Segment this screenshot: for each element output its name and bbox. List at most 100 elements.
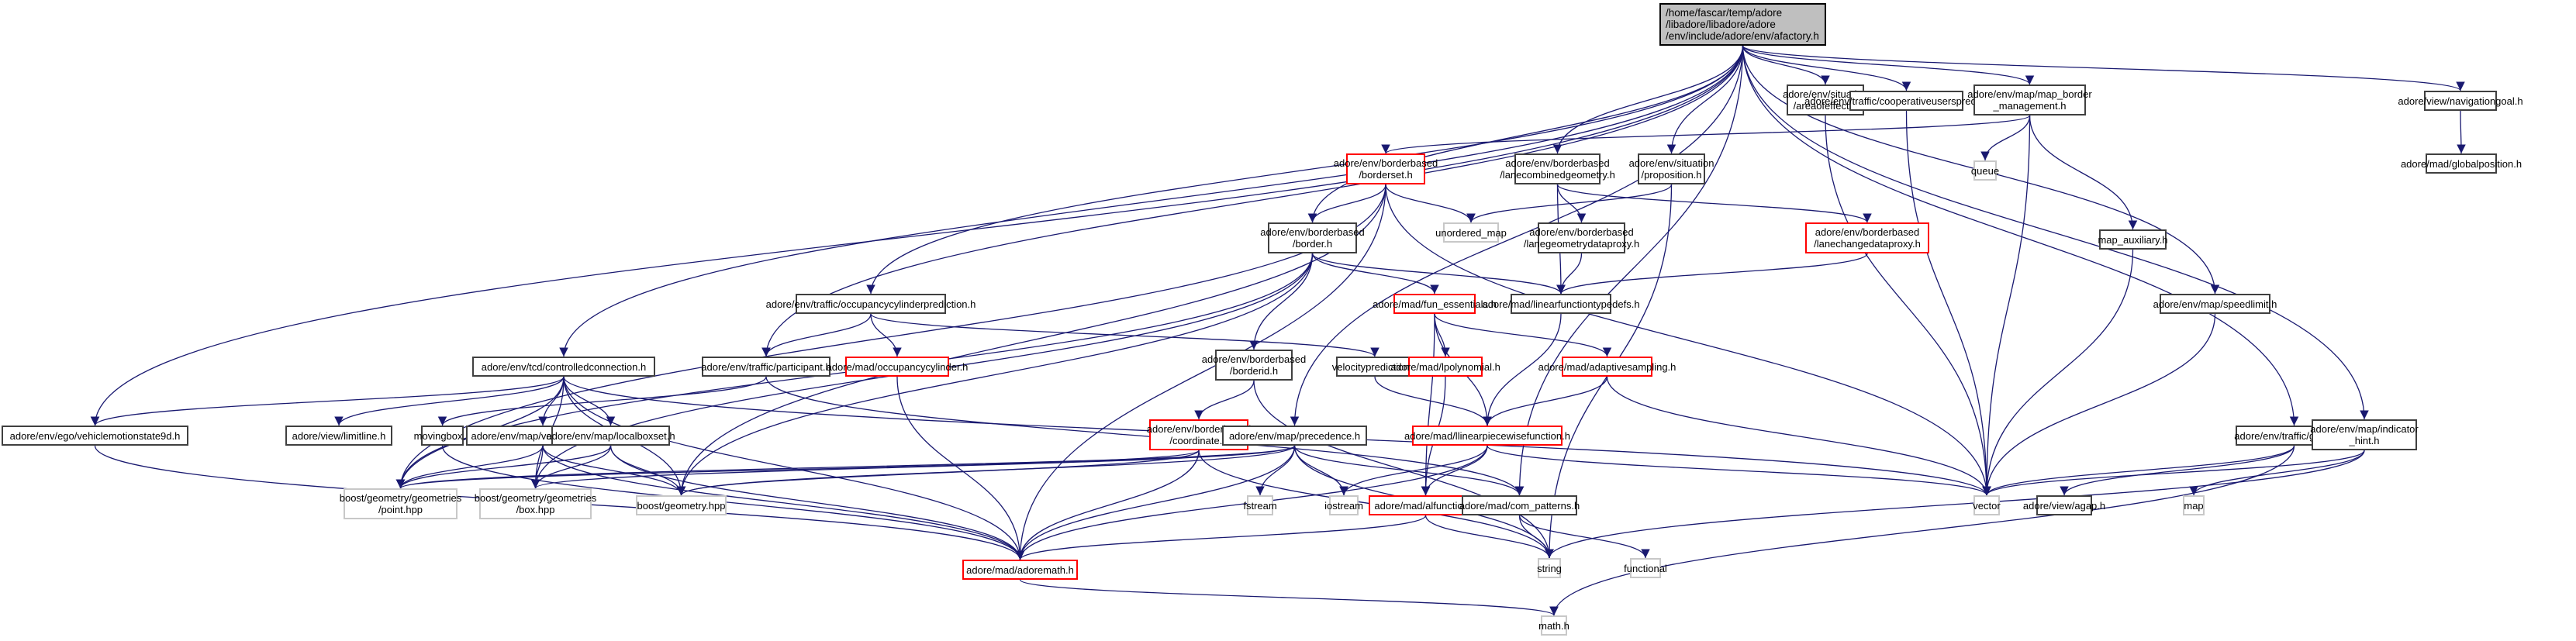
node-borderid[interactable]: adore/env/borderbased /borderid.h: [1202, 350, 1306, 381]
edge-borderset-to-border: [1307, 184, 1386, 223]
node-limitline[interactable]: adore/view/limitline.h: [285, 426, 392, 446]
node-iostream: iostream: [1324, 495, 1363, 515]
node-localboxset[interactable]: adore/env/map/localboxset.h: [546, 426, 675, 446]
node-math: math.h: [1538, 615, 1569, 636]
node-afactory[interactable]: /home/fascar/temp/adore /libadore/libado…: [1659, 3, 1826, 46]
edge-com_patterns-to-functional: [1518, 515, 1650, 559]
edge-borderset-to-unordered_map: [1385, 184, 1476, 223]
edge-afactory-to-lanecombined: [1552, 45, 1744, 154]
node-vector: vector: [1973, 495, 2001, 515]
edge-lanecombined-to-lanechangeproxy: [1556, 184, 1872, 223]
edge-fun_essentials-to-alfunction: [1421, 313, 1435, 496]
edge-coordinate-to-point: [396, 450, 1200, 489]
node-fstream: fstream: [1243, 495, 1277, 515]
edge-localboxset-to-adoremath: [609, 445, 1025, 560]
node-functional: functional: [1624, 558, 1667, 578]
node-speedlimit[interactable]: adore/env/map/speedlimit.h: [2153, 294, 2277, 314]
edge-adaptivesampling-to-vector: [1606, 376, 1991, 496]
edge-precedence-to-point: [396, 445, 1296, 489]
node-participant[interactable]: adore/env/traffic/participant.h: [701, 357, 831, 377]
node-llinearpw[interactable]: adore/mad/llinearpiecewisefunction.h: [1404, 426, 1570, 446]
node-occpred[interactable]: adore/env/traffic/occupancycylinderpredi…: [766, 294, 975, 314]
edge-precedence-to-box: [531, 445, 1296, 489]
edge-controlledconn-to-vehiclemotion: [90, 376, 565, 426]
edge-fun_essentials-to-adaptivesampling: [1434, 313, 1612, 357]
edge-border-to-lineartypedefs: [1311, 253, 1566, 295]
edge-afactory-to-vehiclemotion: [90, 45, 1744, 426]
node-lanecombined[interactable]: adore/env/borderbased /lanecombinedgeome…: [1500, 153, 1615, 184]
edge-localboxset-to-point: [395, 445, 612, 489]
node-map-auxiliary[interactable]: map_auxiliary.h: [2098, 229, 2168, 250]
edge-afactory-to-border: [1307, 45, 1744, 223]
node-adoremath[interactable]: adore/mad/adoremath.h: [962, 560, 1078, 580]
edge-afactory-to-mapborder: [1742, 45, 2035, 85]
node-unordered-map: unordered_map: [1435, 222, 1507, 243]
edge-borderid-to-string: [1253, 380, 1554, 559]
node-agap[interactable]: adore/view/agap.h: [2023, 495, 2105, 515]
node-border[interactable]: adore/env/borderbased /border.h: [1260, 222, 1365, 253]
edge-afactory-to-proposition: [1666, 45, 1744, 154]
edge-vectorid-to-geometry: [542, 445, 686, 496]
edge-afactory-to-com_patterns: [1514, 45, 1744, 496]
node-coopusers[interactable]: adore/env/traffic/cooperativeuserspredic…: [1804, 91, 2008, 111]
node-movingbox[interactable]: movingbox.h: [414, 426, 471, 446]
edge-vectorid-to-adoremath: [542, 445, 1025, 560]
edge-precedence-to-adoremath: [1015, 445, 1296, 560]
node-vehiclemotion[interactable]: adore/env/ego/vehiclemotionstate9d.h: [2, 426, 188, 446]
node-fun-essentials[interactable]: adore/mad/fun_essentials.h: [1373, 294, 1497, 314]
edge-occpred-to-velpred: [870, 313, 1380, 357]
node-indicatorhint[interactable]: adore/env/map/indicator _hint.h: [2310, 419, 2419, 450]
edge-mapborder-to-vector: [1982, 115, 2031, 496]
edge-areaofeffect-to-vector: [1825, 115, 1991, 496]
node-lanegeomproxy[interactable]: adore/env/borderbased /lanegeometrydatap…: [1524, 222, 1639, 253]
edge-gapdata-to-agap: [2060, 445, 2295, 496]
edge-participant-to-movingbox: [437, 376, 767, 426]
edge-participant-to-com_patterns: [765, 376, 1525, 496]
edge-afactory-to-indicatorhint: [1742, 45, 2369, 420]
edge-speedlimit-to-vector: [1982, 313, 2216, 496]
edge-afactory-to-navgoal: [1742, 45, 2465, 91]
edge-afactory-to-areaofeffect: [1742, 45, 1830, 85]
edge-occcyl-to-adoremath: [896, 376, 1025, 560]
node-com-patterns[interactable]: adore/mad/com_patterns.h: [1459, 495, 1580, 515]
node-precedence[interactable]: adore/env/map/precedence.h: [1222, 426, 1367, 446]
node-controlledconn[interactable]: adore/env/tcd/controlledconnection.h: [472, 357, 655, 377]
node-box: boost/geometry/geometries /box.hpp: [475, 488, 596, 519]
edge-adaptivesampling-to-llinearpw: [1483, 376, 1608, 426]
edge-afactory-to-occpred: [866, 45, 1744, 295]
edge-indicatorhint-to-map: [2189, 450, 2365, 496]
edge-occpred-to-participant: [761, 313, 872, 357]
edge-lanechangeproxy-to-lineartypedefs: [1556, 253, 1868, 295]
edge-border-to-geometry: [676, 253, 1314, 496]
edge-precedence-to-com_patterns: [1293, 445, 1525, 496]
node-adaptivesampling[interactable]: adore/mad/adaptivesampling.h: [1538, 357, 1676, 377]
edge-controlledconn-to-localboxset: [563, 376, 616, 426]
node-lanechangeproxy[interactable]: adore/env/borderbased /lanechangedatapro…: [1805, 222, 1929, 253]
edge-velpred-to-llinearpw: [1374, 376, 1492, 426]
node-lineartypedefs[interactable]: adore/mad/linearfunctiontypedefs.h: [1482, 294, 1640, 314]
node-geometry: boost/geometry.hpp: [636, 495, 727, 515]
node-lpolynomial[interactable]: adore/mad/lpolynomial.h: [1390, 357, 1500, 377]
node-map: map: [2183, 495, 2205, 515]
node-string: string: [1537, 558, 1562, 578]
node-borderset[interactable]: adore/env/borderbased /borderset.h: [1334, 153, 1438, 184]
edge-indicatorhint-to-string: [1545, 450, 2365, 559]
edge-localboxset-to-geometry: [609, 445, 686, 496]
node-queue: queue: [1971, 160, 1999, 181]
edge-map_auxiliary-to-vector: [1982, 249, 2134, 496]
edge-controlledconn-to-limitline: [334, 376, 565, 426]
edge-llinearpw-to-iostream: [1339, 445, 1488, 496]
node-proposition[interactable]: adore/env/situation /proposition.h: [1629, 153, 1714, 184]
node-mapborder[interactable]: adore/env/map/map_border _management.h: [1967, 84, 2092, 115]
node-occcyl[interactable]: adore/mad/occupancycylinder.h: [827, 357, 968, 377]
edge-borderset-to-adoremath: [1015, 184, 1386, 560]
edge-llinearpw-to-alfunction: [1421, 445, 1488, 496]
edge-llinearpw-to-vector: [1487, 445, 1991, 496]
edge-occpred-to-occcyl: [870, 313, 902, 357]
node-navgoal[interactable]: adore/view/navigationgoal.h: [2398, 91, 2523, 111]
node-globalpos[interactable]: adore/mad/globalposition.h: [2401, 153, 2522, 174]
edge-proposition-to-unordered_map: [1466, 184, 1673, 223]
edge-borderset-to-vector: [1385, 184, 1991, 496]
edge-gapdata-to-math: [1549, 445, 2295, 616]
